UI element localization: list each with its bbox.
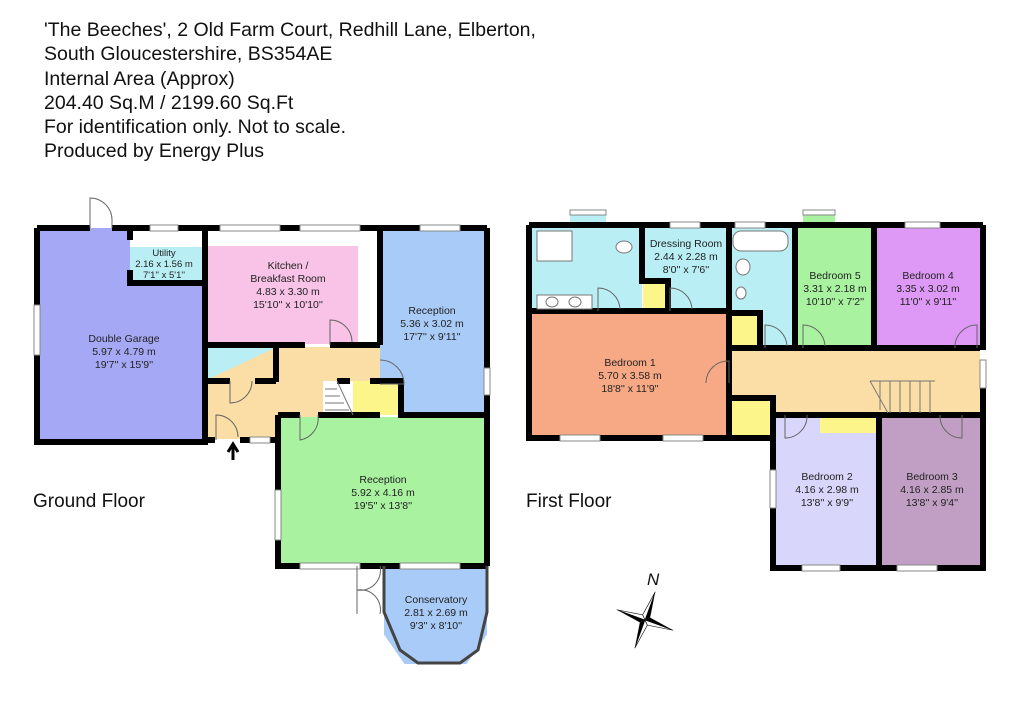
ground-floor-label: Ground Floor bbox=[33, 491, 145, 512]
room-reception-2 bbox=[281, 417, 484, 564]
label-kitchen: Kitchen / Breakfast Room 4.83 x 3.30 m 1… bbox=[250, 260, 326, 311]
label-bedroom-3: Bedroom 3 4.16 x 2.85 m 13'8'' x 9'4'' bbox=[900, 471, 964, 509]
label-double-garage: Double Garage 5.97 x 4.79 m 19'7'' x 15'… bbox=[88, 333, 160, 371]
address-line-2: South Gloucestershire, BS354AE bbox=[44, 43, 333, 66]
first-floor-label: First Floor bbox=[526, 491, 612, 512]
label-reception-1: Reception 5.36 x 3.02 m 17'7'' x 9'11'' bbox=[400, 305, 464, 343]
room-cupboard-1 bbox=[643, 281, 667, 309]
label-utility: Utility 2.16 x 1.56 m 7'1'' x 5'1'' bbox=[135, 248, 193, 281]
room-bedroom-3 bbox=[881, 415, 981, 565]
room-bedroom-1 bbox=[532, 311, 728, 435]
room-conservatory bbox=[384, 566, 487, 664]
label-bedroom-4: Bedroom 4 3.35 x 3.02 m 11'0'' x 9'11'' bbox=[896, 270, 960, 308]
room-cupboard-4b bbox=[820, 415, 878, 433]
room-cupboard-2 bbox=[731, 316, 759, 346]
area-label: Internal Area (Approx) bbox=[44, 67, 235, 90]
room-bedroom-2 bbox=[773, 415, 878, 565]
room-hall-lower bbox=[208, 379, 278, 439]
room-stairs bbox=[323, 381, 353, 415]
area-value: 204.40 Sq.M / 2199.60 Sq.Ft bbox=[44, 91, 294, 114]
property-name: 'The Beeches' bbox=[44, 19, 167, 41]
label-reception-2: Reception 5.92 x 4.16 m 19'5'' x 13'8'' bbox=[351, 474, 415, 512]
label-dressing-room: Dressing Room 2.44 x 2.28 m 8'0'' x 7'6'… bbox=[649, 238, 723, 276]
room-cupboard bbox=[353, 381, 399, 415]
label-bedroom-5: Bedroom 5 3.31 x 2.18 m 10'10'' x 7'2'' bbox=[803, 270, 867, 308]
property-info: 'The Beeches', 2 Old Farm Court, Redhill… bbox=[44, 18, 536, 164]
room-cupboard-3 bbox=[731, 400, 771, 435]
label-bedroom-2: Bedroom 2 4.16 x 2.98 m 13'8'' x 9'9'' bbox=[795, 471, 859, 509]
address-line-1: 'The Beeches', 2 Old Farm Court, Redhill… bbox=[44, 19, 536, 41]
room-kitchen bbox=[208, 246, 358, 344]
room-bedroom-4 bbox=[876, 228, 980, 346]
room-utility bbox=[130, 247, 205, 282]
label-bedroom-1: Bedroom 1 5.70 x 3.58 m 18'8'' x 11'9'' bbox=[598, 357, 662, 395]
label-conservatory: Conservatory 2.81 x 2.69 m 9'3'' x 8'10'… bbox=[404, 594, 468, 632]
room-utility-counter bbox=[130, 228, 205, 247]
compass: N bbox=[605, 570, 685, 650]
compass-rose-icon bbox=[616, 591, 674, 649]
north-label: N bbox=[647, 570, 660, 589]
producer: Produced by Energy Plus bbox=[44, 140, 265, 163]
room-kitchen-counter bbox=[208, 228, 378, 246]
disclaimer: For identification only. Not to scale. bbox=[44, 116, 347, 139]
